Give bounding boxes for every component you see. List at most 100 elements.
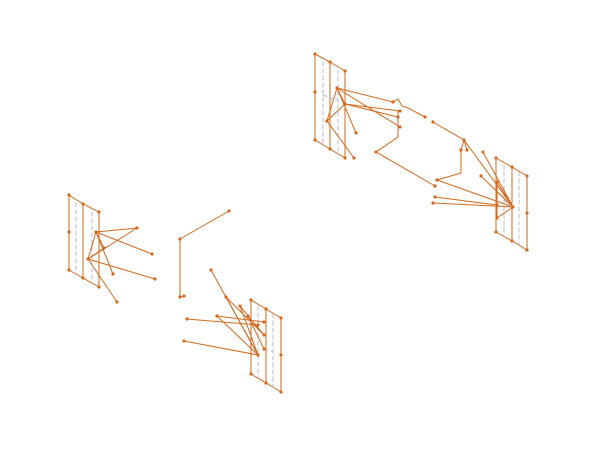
- node: [495, 216, 499, 220]
- spoke-line: [95, 231, 114, 275]
- spoke-line: [336, 87, 346, 105]
- node: [525, 248, 529, 252]
- spoke-line: [336, 87, 401, 128]
- node: [135, 226, 139, 230]
- node: [178, 295, 182, 299]
- node: [279, 353, 283, 357]
- node: [94, 230, 98, 234]
- spoke-line: [95, 227, 138, 233]
- node: [431, 120, 435, 124]
- node: [97, 285, 101, 289]
- spoke-line: [482, 151, 514, 208]
- node: [494, 230, 498, 234]
- spoke-line: [216, 315, 259, 356]
- spoke-line: [183, 340, 259, 356]
- node: [511, 205, 515, 209]
- spoke-line: [239, 305, 265, 336]
- node: [153, 277, 157, 281]
- cluster-left: [67, 193, 157, 304]
- spoke-line: [95, 231, 105, 249]
- spoke-line: [463, 139, 514, 208]
- spoke-line: [336, 87, 394, 103]
- node: [102, 246, 106, 250]
- node: [224, 295, 228, 299]
- spoke-line: [344, 103, 399, 118]
- node: [81, 276, 85, 280]
- node: [391, 100, 395, 104]
- cluster-top-center: [313, 52, 468, 188]
- spoke-line: [87, 258, 156, 280]
- node: [256, 353, 260, 357]
- node: [209, 268, 213, 272]
- spoke-line: [225, 296, 259, 356]
- node: [325, 119, 329, 123]
- node: [86, 257, 90, 261]
- node: [238, 304, 242, 308]
- node: [525, 174, 529, 178]
- node: [67, 230, 71, 234]
- spoke-line: [322, 94, 338, 101]
- spoke-line: [225, 296, 265, 336]
- node: [262, 333, 266, 337]
- node: [431, 201, 435, 205]
- spoke-line: [247, 315, 265, 350]
- panel-frame: [68, 194, 100, 288]
- node: [423, 115, 427, 119]
- node: [335, 86, 339, 90]
- spoke-line: [216, 315, 265, 323]
- node: [313, 90, 317, 94]
- spoke-line: [503, 199, 513, 208]
- node: [433, 184, 437, 188]
- spoke-line: [87, 247, 105, 260]
- node: [398, 109, 402, 113]
- node: [328, 147, 332, 151]
- spoke-line: [436, 179, 514, 208]
- spoke-line: [432, 202, 514, 208]
- spoke-line: [95, 231, 153, 255]
- node: [249, 372, 253, 376]
- node: [249, 298, 253, 302]
- node: [279, 316, 283, 320]
- node: [215, 314, 219, 318]
- node: [479, 174, 483, 178]
- bracket-line: [179, 210, 230, 298]
- bracket-line: [436, 139, 465, 181]
- node: [494, 156, 498, 160]
- node: [178, 237, 182, 241]
- node: [97, 210, 101, 214]
- node: [182, 294, 186, 298]
- connector-line: [392, 98, 426, 118]
- node: [495, 203, 499, 207]
- spoke-line: [496, 181, 514, 208]
- spoke-line: [434, 196, 498, 206]
- node: [279, 390, 283, 394]
- node: [510, 165, 514, 169]
- node: [227, 209, 231, 213]
- node: [435, 178, 439, 182]
- node: [328, 60, 332, 64]
- spoke-line: [87, 231, 97, 260]
- node: [264, 381, 268, 385]
- node: [481, 150, 485, 154]
- node: [525, 211, 529, 215]
- spoke-line: [326, 103, 346, 122]
- node: [81, 202, 85, 206]
- node: [459, 148, 463, 152]
- node: [111, 272, 115, 276]
- node: [495, 180, 499, 184]
- node: [256, 323, 260, 327]
- node: [262, 347, 266, 351]
- node: [462, 138, 466, 142]
- node: [433, 195, 437, 199]
- spoke-line: [87, 258, 118, 303]
- spoke-line: [326, 87, 338, 122]
- node: [354, 131, 358, 135]
- node: [510, 239, 514, 243]
- node: [182, 339, 186, 343]
- node: [115, 300, 119, 304]
- node: [343, 69, 347, 73]
- node: [67, 268, 71, 272]
- node: [396, 115, 400, 119]
